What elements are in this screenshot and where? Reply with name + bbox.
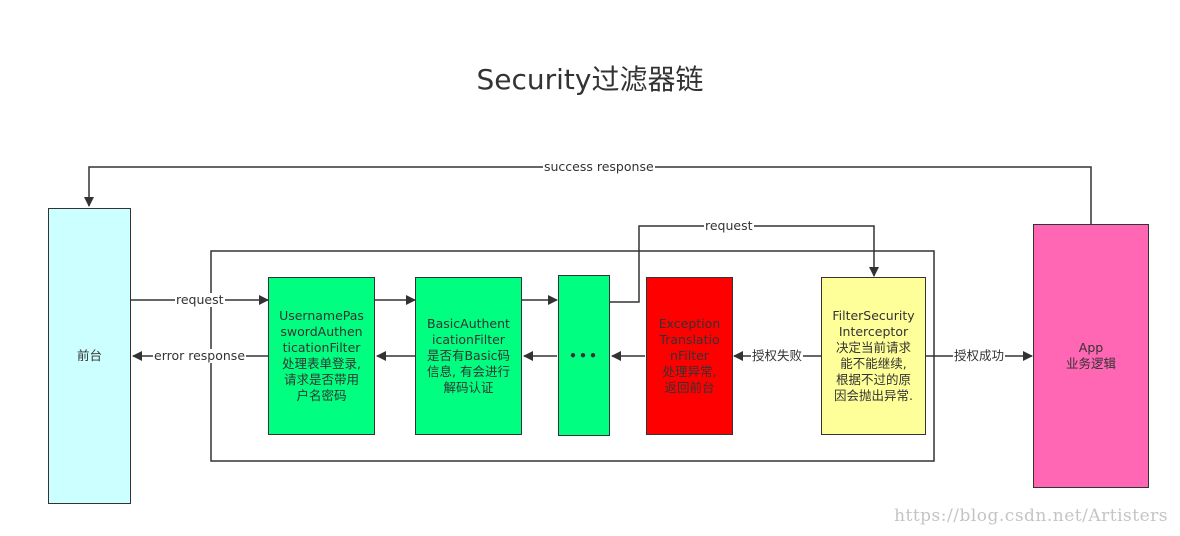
filter-label: FilterSecurity Interceptor 决定当前请求 能不能继续,… [832,308,915,403]
diagram-title: Security过滤器链 [476,63,704,96]
request-left-label: request [175,292,225,307]
request-arrow-4 [610,225,879,303]
error-response-label: error response [153,348,247,363]
app-box: App 业务逻辑 [1033,224,1149,488]
request-top-label: request [704,218,754,233]
app-label: App 业务逻辑 [1065,340,1116,371]
watermark: https://blog.csdn.net/Artisters [894,506,1168,526]
exception-translation-filter-box: Exception Translatio nFilter 处理异常, 返回前台 [646,277,733,435]
more-filters-box: ••• [558,275,610,436]
success-response-label: success response [543,159,655,174]
frontend-box: 前台 [48,208,131,504]
filter-label: Exception Translatio nFilter 处理异常, 返回前台 [658,316,721,395]
frontend-label: 前台 [76,348,102,363]
auth-fail-label: 授权失败 [751,348,804,363]
filter-security-interceptor-box: FilterSecurity Interceptor 决定当前请求 能不能继续,… [821,277,926,435]
filter-label: UsernamePas swordAuthen ticationFilter 处… [279,308,364,403]
ellipsis-label: ••• [569,347,599,363]
username-password-filter-box: UsernamePas swordAuthen ticationFilter 处… [268,277,375,435]
basic-authentication-filter-box: BasicAuthent icationFilter 是否有Basic码 信息,… [415,277,522,435]
filter-label: BasicAuthent icationFilter 是否有Basic码 信息,… [426,316,511,395]
auth-success-label: 授权成功 [953,348,1006,363]
success-response-arrow [84,166,1092,224]
